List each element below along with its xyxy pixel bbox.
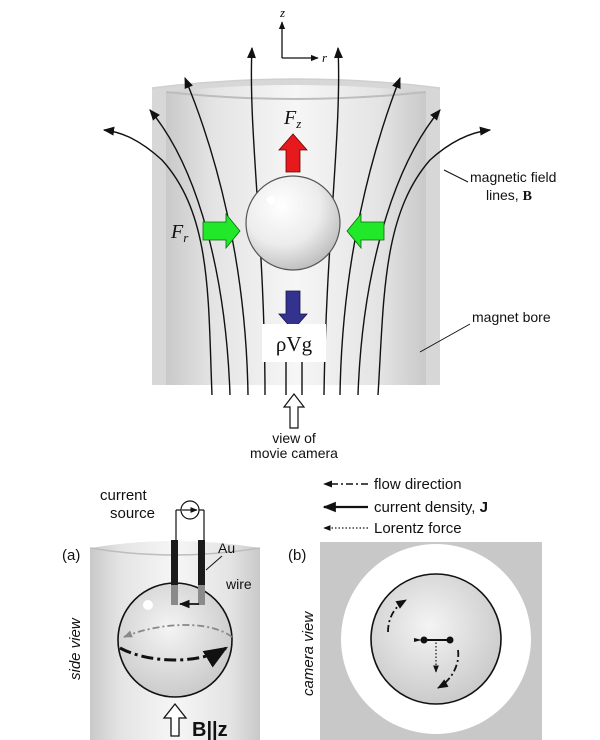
flow-arc-right — [437, 649, 460, 689]
au-wire-label-1: Au — [218, 540, 235, 556]
fr-label: Fr — [170, 221, 189, 245]
side-view-label: side view — [67, 617, 84, 680]
legend-flow: flow direction — [374, 476, 462, 493]
field-lines-label-line1: magnetic field — [470, 169, 556, 185]
au-wire-label-2: wire — [225, 576, 252, 592]
z-axis-label: z — [279, 5, 285, 20]
coordinate-axes: z r — [278, 5, 328, 65]
flow-arc-left — [387, 599, 407, 633]
magnet-bore-label: magnet bore — [472, 309, 551, 325]
flow-arc-back — [123, 624, 233, 638]
flow-arc-front — [119, 646, 229, 668]
fr-arrow-left — [202, 212, 241, 250]
current-source-label-1: current — [100, 487, 148, 504]
camera-view-label: camera view — [300, 611, 317, 696]
gravity-label: ρVg — [276, 332, 313, 356]
panel-a-tag: (a) — [62, 547, 80, 564]
camera-view-vectors — [387, 599, 460, 689]
legend-current: current density, J — [374, 499, 488, 516]
fz-label: Fz — [283, 107, 301, 131]
legend: flow direction current density, J Lorent… — [322, 476, 488, 537]
fz-arrow — [278, 133, 308, 173]
field-lines-label-line2: lines, B — [486, 187, 532, 204]
levitating-sphere — [245, 175, 341, 271]
camera-label-line1: view of — [272, 430, 316, 446]
field-direction-arrow — [162, 702, 188, 737]
au-wires — [171, 540, 205, 609]
camera-label-line2: movie camera — [250, 445, 338, 461]
fr-arrow-right — [346, 212, 385, 250]
current-source — [175, 500, 205, 542]
current-source-label-2: source — [110, 505, 155, 522]
camera-view-arrow — [282, 393, 306, 429]
legend-lorentz: Lorentz force — [374, 520, 462, 537]
r-axis-label: r — [322, 50, 328, 65]
panel-b-tag: (b) — [288, 547, 306, 564]
gravity-arrow — [278, 290, 308, 331]
field-direction-label: B||z — [192, 719, 228, 740]
